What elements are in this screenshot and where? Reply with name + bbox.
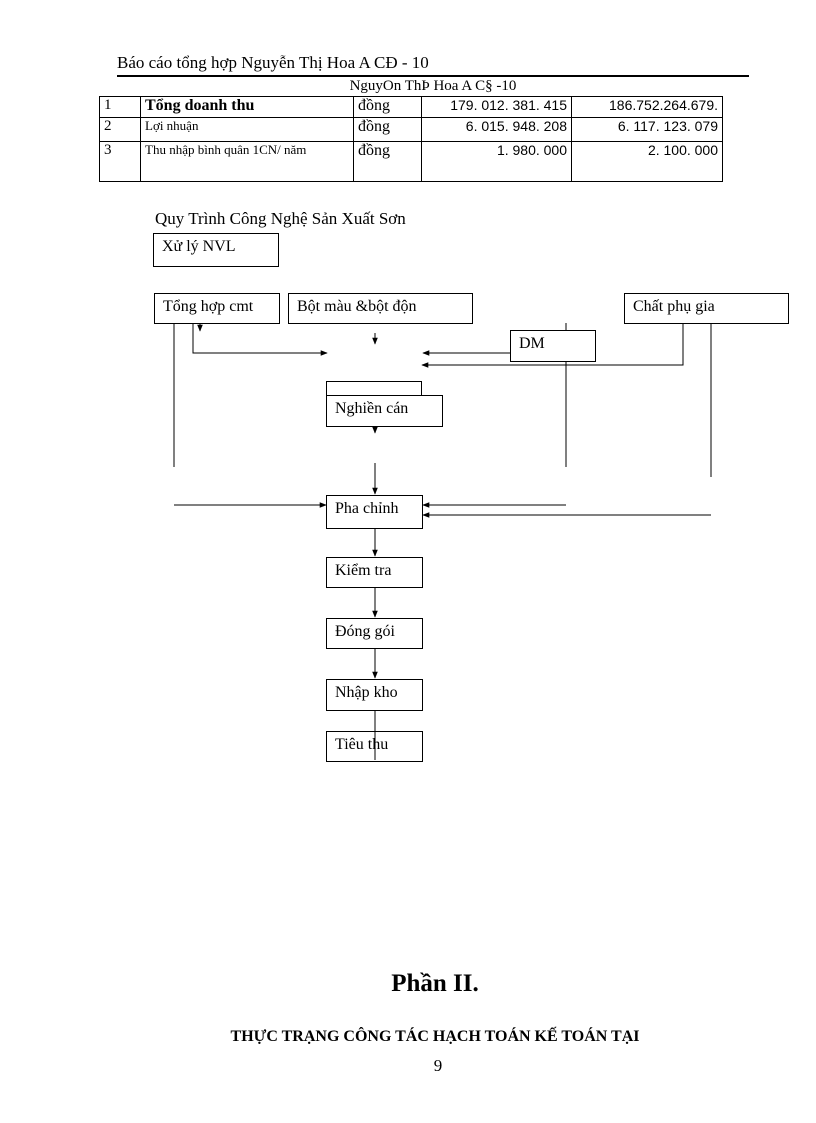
row-label: Lợi nhuận (140, 117, 354, 142)
header-rule (117, 75, 749, 77)
flowchart-title: Quy Trình Công Nghệ Sản Xuất Sơn (155, 209, 406, 228)
statistics-table: 1 Tổng doanh thu đồng 179. 012. 381. 415… (99, 96, 723, 182)
flow-node-dm: DM (510, 330, 596, 362)
part-title: Phần II. (391, 970, 479, 997)
flow-node-nghien-can: Nghiền cán (326, 395, 443, 427)
table-row: 3 Thu nhập bình quân 1CN/ năm đồng 1. 98… (99, 141, 723, 182)
flow-node-pha-chinh: Pha chỉnh (326, 495, 423, 529)
row-value-1: 1. 980. 000 (421, 141, 572, 182)
row-number: 3 (99, 141, 141, 182)
section-title: THỰC TRẠNG CÔNG TÁC HẠCH TOÁN KẾ TOÁN TẠ… (230, 1028, 640, 1045)
page-number: 9 (433, 1056, 443, 1075)
row-value-2: 6. 117. 123. 079 (571, 117, 723, 142)
row-unit: đồng (353, 117, 422, 142)
flow-node-xu-ly-nvl: Xử lý NVL (153, 233, 279, 267)
report-header-title: Báo cáo tổng hợp Nguyễn Thị Hoa A CĐ - 1… (117, 53, 429, 72)
report-header-subtitle: NguyOn ThÞ Hoa A C§ -10 (349, 78, 517, 94)
flow-node-chat-phu-gia: Chất phụ gia (624, 293, 789, 324)
flow-node-nhap-kho: Nhập kho (326, 679, 423, 711)
flow-node-kiem-tra: Kiểm tra (326, 557, 423, 588)
row-value-1: 6. 015. 948. 208 (421, 117, 572, 142)
table-row: 2 Lợi nhuận đồng 6. 015. 948. 208 6. 117… (99, 117, 723, 142)
flow-node-dong-goi: Đóng gói (326, 618, 423, 649)
row-unit: đồng (353, 141, 422, 182)
row-value-1: 179. 012. 381. 415 (421, 96, 572, 118)
row-value-2: 2. 100. 000 (571, 141, 723, 182)
row-label: Tổng doanh thu (140, 96, 354, 118)
flow-node-bot-mau: Bột màu &bột độn (288, 293, 473, 324)
flow-node-tong-hop-cmt: Tổng hợp cmt (154, 293, 280, 324)
row-label: Thu nhập bình quân 1CN/ năm (140, 141, 354, 182)
